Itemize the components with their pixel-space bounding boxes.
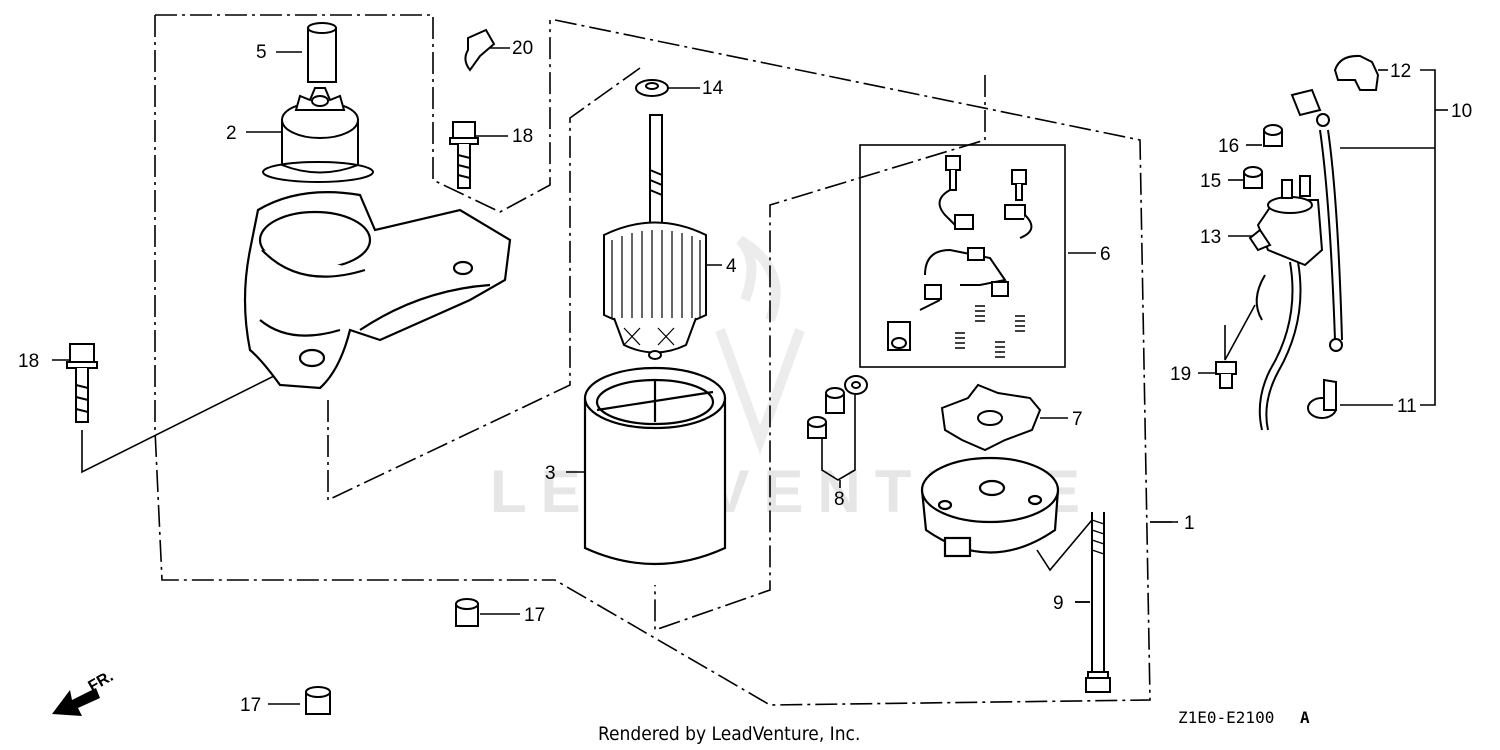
flange-bolt-upper — [449, 121, 479, 189]
callout-10: 10 — [1451, 101, 1472, 122]
callout-6: 6 — [1100, 244, 1111, 265]
callout-3: 3 — [545, 463, 556, 484]
callout-9: 9 — [1053, 593, 1064, 614]
group-boundaries — [154, 14, 1178, 706]
yoke — [583, 366, 727, 566]
wire-clip — [464, 28, 496, 72]
callout-15: 15 — [1200, 171, 1221, 192]
callout-12: 12 — [1390, 61, 1411, 82]
terminal-cap-11 — [1307, 378, 1337, 419]
pinion-stop-collar — [307, 22, 337, 83]
callout-7: 7 — [1072, 409, 1083, 430]
armature — [603, 114, 707, 360]
pinion-gear — [262, 87, 374, 183]
callout-5: 5 — [256, 42, 267, 63]
callout-14: 14 — [702, 78, 724, 99]
rear-end-cover — [920, 456, 1060, 558]
callout-16: 16 — [1218, 136, 1239, 157]
brush-set — [887, 155, 1033, 358]
callout-1: 1 — [1184, 513, 1195, 534]
callout-18-upper: 18 — [512, 126, 533, 147]
magnetic-switch — [1248, 175, 1324, 267]
callout-8: 8 — [834, 489, 845, 510]
brush-holder — [940, 383, 1042, 452]
boundary-inner — [654, 75, 986, 632]
callout-11: 11 — [1397, 396, 1417, 417]
through-bolt — [1085, 512, 1111, 693]
boundary-assembly — [554, 19, 1151, 706]
callout-19: 19 — [1170, 364, 1191, 385]
callout-4: 4 — [726, 256, 737, 277]
callout-2: 2 — [226, 123, 237, 144]
boundary-armature — [327, 67, 641, 502]
flange-bolt-left — [66, 343, 98, 423]
boundary-housing — [155, 14, 551, 213]
front-marker: FR. — [52, 668, 116, 716]
bolt-19 — [1215, 361, 1237, 389]
callout-13: 13 — [1200, 227, 1221, 248]
callout-20: 20 — [512, 38, 533, 59]
terminal-boot — [1333, 54, 1380, 91]
collar-lower — [305, 686, 331, 715]
leader-lines — [52, 47, 1448, 705]
callout-18-left: 18 — [18, 351, 39, 372]
arrow-front-icon — [52, 688, 100, 716]
callout-17-lower: 17 — [240, 695, 261, 716]
switch-lead-wires — [1255, 261, 1302, 431]
callouts: 5 2 20 18 18 14 4 3 6 7 8 9 1 17 17 12 1… — [18, 38, 1472, 716]
nut-15 — [1243, 166, 1263, 189]
watermark-logo-icon — [715, 235, 805, 455]
rendered-by-credit: Rendered by LeadVenture, Inc. — [598, 723, 860, 745]
callout-17-upper: 17 — [524, 605, 545, 626]
starter-housing — [243, 191, 512, 390]
diagram-code: Z1E0-E2100 — [1178, 708, 1274, 727]
collar-upper — [455, 598, 479, 627]
starter-cable — [1290, 88, 1343, 352]
nut-16 — [1263, 124, 1283, 147]
terminal-nuts — [807, 375, 868, 439]
thrust-washer — [635, 79, 669, 97]
diagram-code-suffix: A — [1300, 708, 1310, 727]
boundary-left-vert — [154, 15, 555, 581]
brush-springs — [955, 305, 1025, 358]
